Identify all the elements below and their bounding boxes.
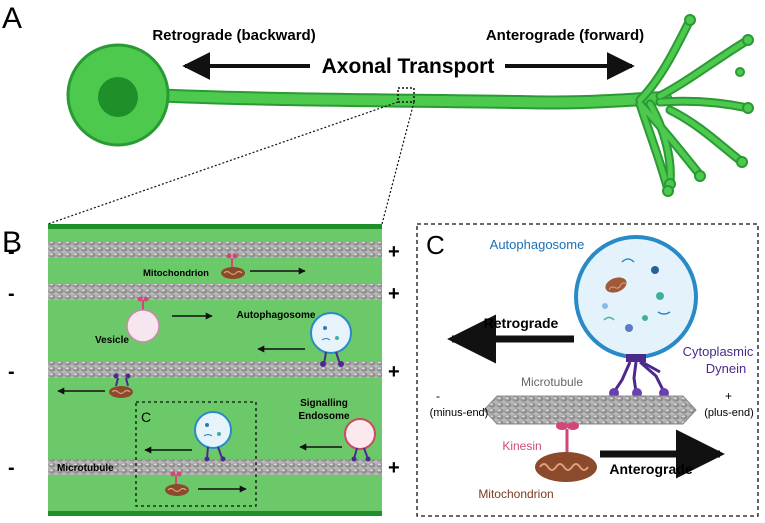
autophagosome-label: Autophagosome [490, 237, 585, 252]
mitochondrion-label: Mitochondrion [143, 268, 209, 279]
signalling-label: Signalling [300, 398, 348, 409]
panel-c: C Autophagosome Cytoplasmic [416, 223, 759, 517]
plus-sign: + [388, 241, 400, 263]
microtubule-label: Microtubule [521, 375, 583, 389]
plus-sign: + [388, 361, 400, 383]
vesicle-label: Vesicle [95, 335, 129, 346]
autophagosome-inset-cargo [194, 411, 232, 462]
dynein-label: Dynein [706, 361, 746, 376]
axonal-transport-title: Axonal Transport [322, 55, 495, 78]
terminal-boutons [662, 14, 754, 197]
inset-c-label: C [141, 409, 151, 425]
minus-sign: - [8, 283, 15, 305]
retrograde-label: Retrograde [484, 315, 559, 331]
minus-sign: - [436, 389, 440, 403]
nucleus [98, 77, 138, 117]
endosome-label: Endosome [298, 411, 350, 422]
minus-end-label: (minus-end) [430, 407, 489, 419]
microtubule-large [483, 395, 697, 425]
autophagosome-label: Autophagosome [237, 310, 316, 321]
zoom-box [397, 87, 415, 103]
microtubule-label: Microtubule [57, 463, 114, 474]
panel-b-label: B [2, 226, 22, 259]
plus-end-label: (plus-end) [704, 407, 754, 419]
autophagosome-cargo [310, 312, 352, 367]
plus-sign: + [388, 457, 400, 479]
plus-sign: + [725, 389, 732, 403]
panel-c-label: C [426, 230, 445, 260]
panel-a: A [2, 2, 754, 225]
microtubule-1 [48, 242, 382, 258]
anterograde-forward-label: Anterograde (forward) [486, 27, 644, 44]
mitochondrion-large [535, 452, 597, 482]
minus-sign: - [8, 241, 15, 263]
microtubule-4 [48, 459, 382, 475]
cytoplasmic-label: Cytoplasmic [683, 344, 754, 359]
kinesin [556, 422, 579, 452]
mitochondrion-dynein-cargo [109, 373, 133, 398]
inset-c-box [135, 401, 257, 507]
microtubule-3 [48, 362, 382, 378]
minus-sign: - [8, 457, 15, 479]
mitochondrion-cargo [221, 253, 245, 279]
kinesin-label: Kinesin [502, 439, 541, 453]
vesicle-cargo [126, 296, 160, 343]
anterograde-label: Anterograde [609, 461, 692, 477]
panel-b: B - - - - + + + + Mitochondrion [2, 224, 400, 516]
signalling-endosome-cargo [344, 418, 376, 462]
cytoplasmic-dynein [612, 354, 666, 393]
retrograde-backward-label: Retrograde (backward) [152, 27, 315, 44]
microtubule-2 [48, 284, 382, 300]
minus-sign: - [8, 361, 15, 383]
plus-sign: + [388, 283, 400, 305]
panel-a-label: A [2, 2, 22, 35]
autophagosome-large [574, 235, 698, 359]
mitochondrion-label: Mitochondrion [478, 487, 553, 501]
mitochondrion-inset-cargo [165, 471, 189, 496]
